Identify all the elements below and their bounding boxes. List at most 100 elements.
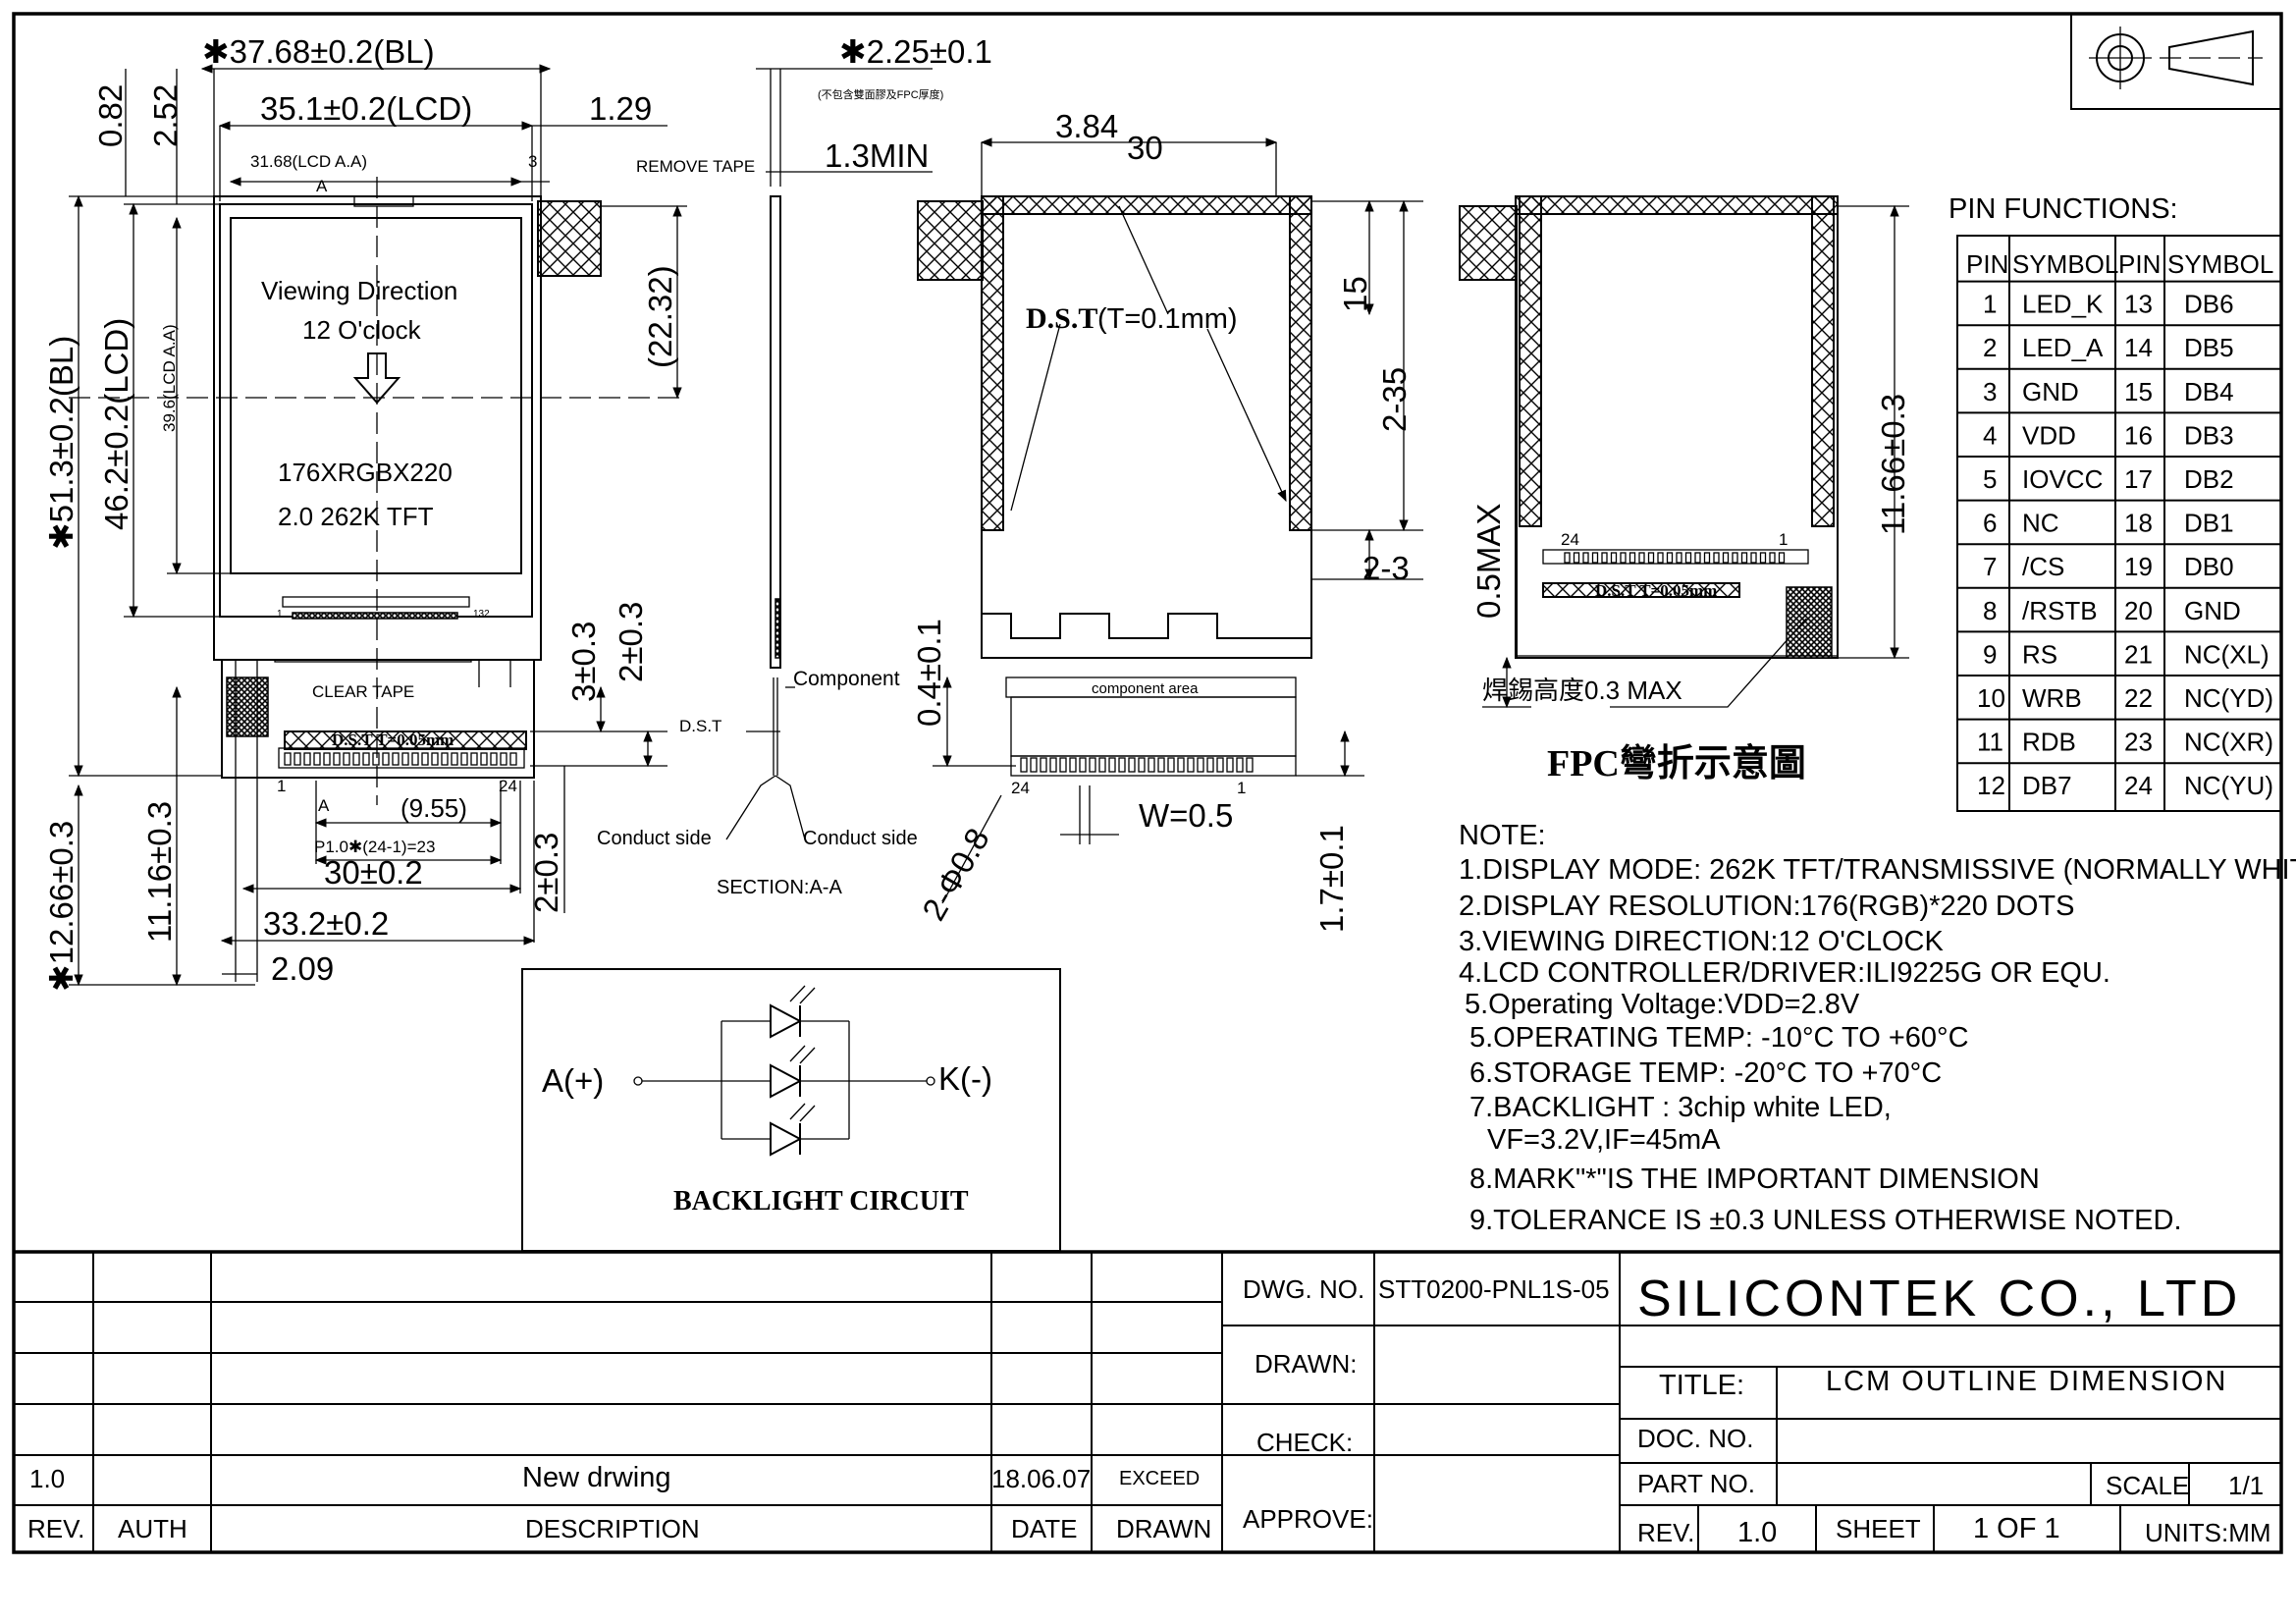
- pin-number: 14: [2124, 333, 2153, 362]
- fpc-finger: [382, 752, 390, 766]
- backlight-title: BACKLIGHT CIRCUIT: [673, 1186, 969, 1217]
- type-text: 2.0 262K TFT: [278, 502, 434, 531]
- pin-symbol: RS: [2022, 639, 2057, 669]
- header-rev: REV.: [27, 1514, 84, 1543]
- fpc-finger: [1769, 552, 1776, 564]
- dim-2-35: 2-35: [1376, 367, 1413, 432]
- pin24-label: 24: [499, 777, 517, 795]
- pin-symbol: NC(XL): [2184, 639, 2269, 669]
- fpc-finger: [1694, 552, 1701, 564]
- fpc-finger: [1040, 757, 1047, 773]
- note-line: 6.STORAGE TEMP: -20°C TO +70°C: [1469, 1057, 1942, 1089]
- header-date: DATE: [1011, 1514, 1077, 1543]
- dim-lcd-width: 35.1±0.2(LCD): [260, 90, 472, 127]
- pin-symbol: RDB: [2022, 728, 2076, 757]
- dim-3: 3±0.3: [565, 622, 602, 702]
- fpc-finger: [1620, 552, 1627, 564]
- pin-symbol: /CS: [2022, 552, 2064, 581]
- thickness-note: (不包含雙面膠及FPC厚度): [818, 87, 943, 101]
- dst-stiffener: [284, 730, 527, 750]
- fpc-finger: [1778, 552, 1786, 564]
- pin-symbol: NC(YU): [2184, 771, 2273, 800]
- pitch-dim: P1.0✱(24-1)=23: [314, 838, 435, 856]
- fpc-finger: [1197, 757, 1204, 773]
- dim-05max: 0.5MAX: [1470, 504, 1507, 619]
- fpc-finger: [1722, 552, 1730, 564]
- fpc-finger: [1246, 757, 1254, 773]
- fpc-finger: [1647, 552, 1655, 564]
- section-view: ✱2.25±0.1 (不包含雙面膠及FPC厚度) 1.3MIN Componen…: [597, 33, 992, 898]
- pin-symbol: LED_A: [2022, 333, 2104, 362]
- back-pin24: 24: [1011, 779, 1030, 797]
- conduct-left: Conduct side: [597, 828, 712, 849]
- company-name: SILICONTEK CO., LTD: [1637, 1271, 2241, 1327]
- fpc-finger: [1638, 552, 1645, 564]
- dim-gap-small: 3: [528, 152, 537, 171]
- section-mark: A: [316, 177, 328, 195]
- component-label: Component: [793, 668, 900, 690]
- conduct-right: Conduct side: [803, 828, 918, 849]
- fpc-finger: [294, 752, 301, 766]
- note-line: 2.DISPLAY RESOLUTION:176(RGB)*220 DOTS: [1459, 891, 2074, 922]
- fpc-finger: [1079, 757, 1087, 773]
- cathode-label: K(-): [938, 1060, 992, 1097]
- fpc-finger: [1629, 552, 1636, 564]
- fpc-outline: [221, 660, 535, 779]
- back-pin1: 1: [1237, 779, 1246, 797]
- fpc-finger: [352, 752, 360, 766]
- fpc-finger: [1582, 552, 1589, 564]
- back-dst: D.S.T: [1026, 302, 1097, 335]
- dim-fpc-len2: 11.16±0.3: [141, 801, 178, 943]
- dim-15: 15: [1337, 276, 1373, 312]
- dim-bl-width: ✱37.68±0.2(BL): [202, 33, 435, 70]
- min-dim: 1.3MIN: [825, 137, 929, 174]
- fpc-width-dim: 30±0.2: [324, 854, 423, 891]
- part-label: PART NO.: [1637, 1469, 1755, 1498]
- pin-number: 6: [1983, 509, 1997, 538]
- remove-tape: [537, 200, 602, 277]
- component-area: component area: [1092, 680, 1199, 697]
- active-area: [230, 217, 522, 574]
- fpc-fingers: [284, 752, 517, 766]
- bend-dst: D.S.T T=0.05mm: [1595, 581, 1717, 600]
- fpc-finger: [1666, 552, 1674, 564]
- fpc-finger: [1030, 757, 1038, 773]
- anode-label: A(+): [542, 1062, 604, 1099]
- fpc-finger: [284, 752, 292, 766]
- pin-symbol: /RSTB: [2022, 596, 2098, 625]
- fpc-finger: [1049, 757, 1057, 773]
- remove-tape-label: REMOVE TAPE: [636, 157, 755, 176]
- fpc-finger: [1676, 552, 1682, 564]
- fpc-finger: [1732, 552, 1738, 564]
- pin-symbol: DB4: [2184, 377, 2234, 406]
- dim-top1: 0.82: [92, 84, 129, 147]
- note-line: 1.DISPLAY MODE: 262K TFT/TRANSMISSIVE (N…: [1459, 854, 2296, 886]
- doc-label: DOC. NO.: [1637, 1424, 1753, 1453]
- fpc-finger: [1759, 552, 1767, 564]
- pin-number: 4: [1983, 420, 1997, 450]
- fpc-finger: [1089, 757, 1096, 773]
- fpc-finger: [1601, 552, 1608, 564]
- fpc-bend-view: 24 1 D.S.T T=0.05mm 焊錫高度0.3 MAX FPC彎折示意圖…: [1459, 195, 1911, 784]
- pin-symbol: IOVCC: [2022, 464, 2103, 494]
- dst-label: D.S.T T=0.05mm: [332, 730, 454, 749]
- fpc-finger: [372, 752, 380, 766]
- fpc-finger: [470, 752, 478, 766]
- dim-2a: 2±0.3: [613, 602, 649, 682]
- rev-label: REV.: [1637, 1518, 1694, 1547]
- section-label: SECTION:A-A: [717, 877, 842, 898]
- dwg-no-label: DWG. NO.: [1243, 1274, 1364, 1304]
- pin-number: 1: [1983, 290, 1997, 319]
- led-diode-icon: [770, 1063, 803, 1099]
- fpc-finger: [1118, 757, 1126, 773]
- title-label: TITLE:: [1659, 1370, 1744, 1401]
- offset-a: A: [318, 796, 330, 815]
- fpc-finger: [1740, 552, 1748, 564]
- back-view: 3.84 30 D.S.T (T=0.1mm) component area 2…: [911, 108, 1423, 933]
- fpc-finger: [1591, 552, 1599, 564]
- fpc-finger: [460, 752, 468, 766]
- dim-side-gap: 1.29: [589, 90, 652, 127]
- dim-aa-height: 39.6(LCD A.A): [160, 324, 179, 432]
- fpc-finger: [303, 752, 311, 766]
- fpc-bend-title: FPC彎折示意圖: [1547, 743, 1806, 784]
